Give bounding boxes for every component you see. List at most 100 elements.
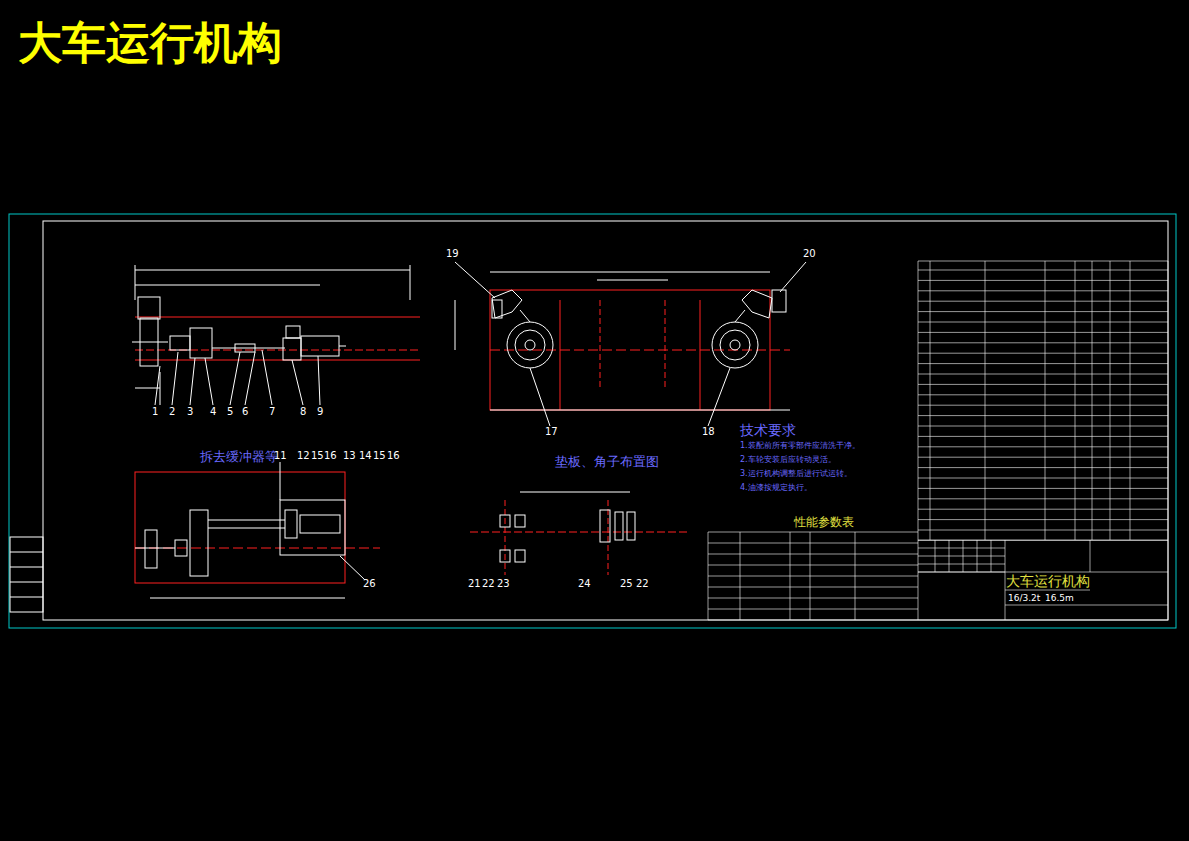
callout-number: 13 bbox=[343, 450, 356, 461]
table-line bbox=[918, 540, 1168, 541]
table-line bbox=[790, 532, 791, 620]
callout-number: 19 bbox=[446, 248, 459, 259]
table-line bbox=[918, 436, 1168, 437]
table-line bbox=[708, 543, 918, 544]
drawing-text: 3.运行机构调整后进行试运转。 bbox=[740, 470, 852, 479]
table-line bbox=[918, 498, 1168, 499]
callout-number: 11 bbox=[274, 450, 287, 461]
drawing-text: 1.装配前所有零部件应清洗干净。 bbox=[740, 442, 860, 451]
table-line bbox=[918, 353, 1168, 354]
table-line bbox=[1075, 261, 1076, 540]
drawing-text: 2.车轮安装后应转动灵活。 bbox=[740, 456, 836, 465]
table-line bbox=[918, 261, 919, 620]
table-line bbox=[708, 554, 918, 555]
table-line bbox=[1005, 540, 1006, 620]
table-line bbox=[1045, 261, 1046, 540]
drawing-title: 大车运行机构 bbox=[18, 14, 282, 73]
table-line bbox=[708, 598, 918, 599]
table-line bbox=[708, 609, 918, 610]
drawing-text: 大车运行机构 bbox=[1006, 574, 1090, 589]
callout-number: 24 bbox=[578, 578, 591, 589]
table-line bbox=[918, 280, 1168, 281]
drawing-text: 拆去缓冲器等 bbox=[200, 450, 278, 464]
callout-number: 3 bbox=[187, 406, 193, 417]
table-line bbox=[918, 467, 1168, 468]
drawing-text: 技术要求 bbox=[740, 423, 796, 438]
table-line bbox=[740, 532, 741, 620]
callout-number: 17 bbox=[545, 426, 558, 437]
drawing-text: 性能参数表 bbox=[794, 516, 854, 529]
table-line bbox=[930, 261, 931, 540]
table-line bbox=[963, 540, 964, 572]
callout-number: 7 bbox=[269, 406, 275, 417]
callout-number: 9 bbox=[317, 406, 323, 417]
table-line bbox=[918, 342, 1168, 343]
table-line bbox=[985, 261, 986, 540]
table-line bbox=[1092, 261, 1093, 540]
table-line bbox=[855, 532, 856, 620]
callout-number: 25 bbox=[620, 578, 633, 589]
callout-number: 18 bbox=[702, 426, 715, 437]
callout-number: 20 bbox=[803, 248, 816, 259]
table-line bbox=[918, 572, 1168, 573]
drawing-text: 16.5m bbox=[1045, 594, 1074, 604]
table-line bbox=[918, 261, 1168, 262]
table-line bbox=[708, 587, 918, 588]
table-line bbox=[918, 311, 1168, 312]
table-line bbox=[918, 394, 1168, 395]
table-line bbox=[1130, 261, 1131, 540]
table-line bbox=[918, 374, 1168, 375]
table-line bbox=[918, 488, 1168, 489]
table-line bbox=[918, 426, 1168, 427]
table-line bbox=[918, 290, 1168, 291]
table-line bbox=[918, 540, 1168, 541]
callout-number: 12 bbox=[297, 450, 310, 461]
callout-number: 14 bbox=[359, 450, 372, 461]
table-line bbox=[918, 478, 1168, 479]
table-line bbox=[918, 415, 1168, 416]
table-line bbox=[918, 384, 1168, 385]
callout-number: 15 bbox=[373, 450, 386, 461]
table-line bbox=[935, 540, 936, 572]
table-line bbox=[991, 540, 992, 572]
table-line bbox=[918, 564, 1005, 565]
table-line bbox=[918, 270, 1168, 271]
callout-number: 16 bbox=[387, 450, 400, 461]
table-line bbox=[918, 620, 1168, 621]
table-line bbox=[918, 301, 1168, 302]
table-line bbox=[918, 322, 1168, 323]
callout-number: 2 bbox=[169, 406, 175, 417]
table-line bbox=[1005, 590, 1090, 591]
table-line bbox=[708, 565, 918, 566]
table-line bbox=[1168, 261, 1169, 620]
table-line bbox=[918, 457, 1168, 458]
drawing-text: 垫板、角子布置图 bbox=[555, 455, 659, 469]
table-line bbox=[918, 446, 1168, 447]
callout-number: 16 bbox=[324, 450, 337, 461]
callout-number: 26 bbox=[363, 578, 376, 589]
table-line bbox=[949, 540, 950, 572]
table-line bbox=[708, 620, 918, 621]
table-line bbox=[918, 556, 1005, 557]
callout-number: 4 bbox=[210, 406, 216, 417]
table-line bbox=[918, 509, 1168, 510]
table-line bbox=[1110, 261, 1111, 540]
table-line bbox=[918, 530, 1168, 531]
table-line bbox=[918, 519, 1168, 520]
drawing-text: 16/3.2t bbox=[1008, 594, 1040, 604]
callout-number: 1 bbox=[152, 406, 158, 417]
callout-number: 15 bbox=[311, 450, 324, 461]
callout-number: 5 bbox=[227, 406, 233, 417]
table-line bbox=[918, 405, 1168, 406]
table-line bbox=[918, 332, 1168, 333]
callout-number: 23 bbox=[497, 578, 510, 589]
callout-number: 21 bbox=[468, 578, 481, 589]
drawing-text: 4.油漆按规定执行。 bbox=[740, 484, 812, 493]
table-line bbox=[708, 576, 918, 577]
table-line bbox=[708, 532, 918, 533]
callout-number: 8 bbox=[300, 406, 306, 417]
table-line bbox=[810, 532, 811, 620]
callout-number: 6 bbox=[242, 406, 248, 417]
table-line bbox=[1005, 605, 1168, 606]
